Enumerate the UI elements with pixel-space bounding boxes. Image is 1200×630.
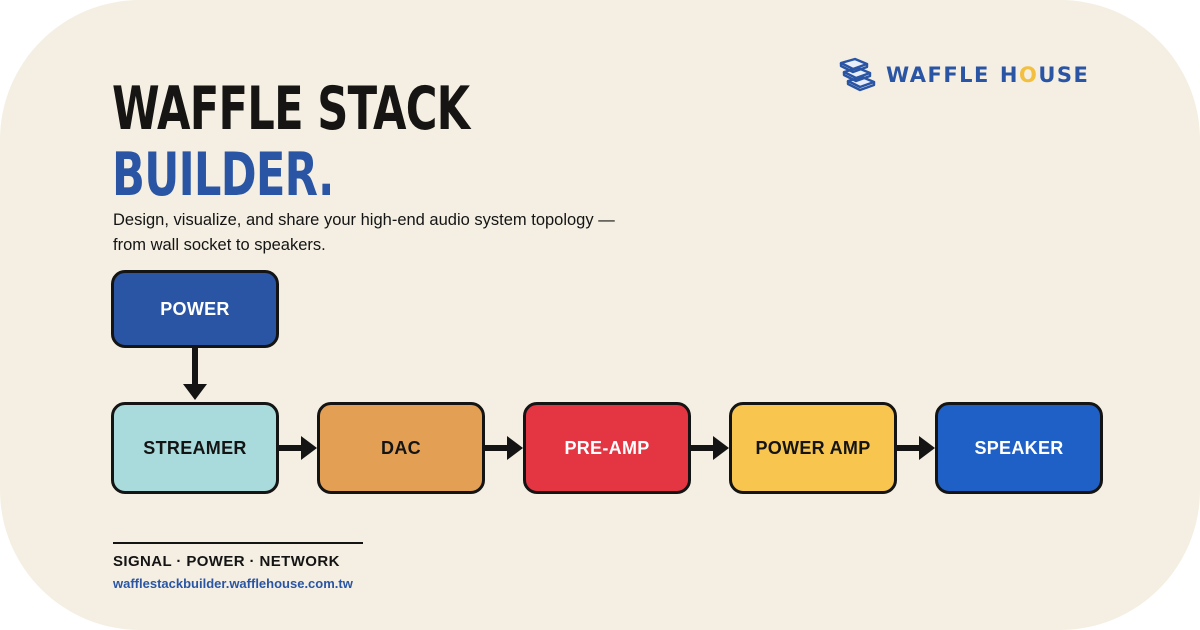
node-speaker-label: SPEAKER — [974, 437, 1064, 458]
node-power[interactable]: POWER — [111, 270, 279, 348]
footer-url-link[interactable]: wafflestackbuilder.wafflehouse.com.tw — [113, 576, 353, 591]
node-power-amp-label: POWER AMP — [755, 437, 871, 458]
node-streamer-label: STREAMER — [143, 437, 247, 458]
node-preamp-label: PRE-AMP — [564, 437, 650, 458]
page-title: WAFFLE STACK BUILDER. — [112, 74, 470, 210]
node-dac-label: DAC — [381, 437, 421, 458]
arrow-power-amp-to-speaker — [897, 445, 921, 451]
brand-logo[interactable]: WAFFLE HOUSE — [838, 56, 1089, 94]
node-power-label: POWER — [160, 298, 230, 319]
brand-name-second: HOUSE — [1000, 63, 1089, 87]
footer-divider — [113, 542, 363, 544]
arrow-dac-to-preamp — [485, 445, 509, 451]
arrow-streamer-to-dac-head — [301, 436, 317, 460]
arrow-preamp-to-power-amp — [691, 445, 715, 451]
node-preamp[interactable]: PRE-AMP — [523, 402, 691, 494]
footer-tags: SIGNAL · POWER · NETWORK — [113, 553, 340, 570]
arrow-dac-to-preamp-head — [507, 436, 523, 460]
page-subtitle: Design, visualize, and share your high-e… — [113, 211, 615, 254]
brand-name-second-start: H — [999, 63, 1019, 87]
brand-name: WAFFLE HOUSE — [886, 63, 1089, 87]
arrow-power-to-streamer — [192, 348, 198, 386]
page-title-line2: BUILDER. — [112, 140, 334, 210]
node-power-amp[interactable]: POWER AMP — [729, 402, 897, 494]
node-dac[interactable]: DAC — [317, 402, 485, 494]
arrow-streamer-to-dac — [279, 445, 303, 451]
arrow-power-to-streamer-head — [183, 384, 207, 400]
brand-name-first: WAFFLE — [886, 63, 990, 87]
brand-name-highlight: O — [1018, 63, 1039, 87]
arrow-power-amp-to-speaker-head — [919, 436, 935, 460]
arrow-preamp-to-power-amp-head — [713, 436, 729, 460]
node-streamer[interactable]: STREAMER — [111, 402, 279, 494]
node-speaker[interactable]: SPEAKER — [935, 402, 1103, 494]
page-title-line1: WAFFLE STACK — [112, 74, 470, 144]
brand-name-second-end: USE — [1038, 63, 1090, 87]
waffle-stack-icon — [839, 57, 876, 92]
